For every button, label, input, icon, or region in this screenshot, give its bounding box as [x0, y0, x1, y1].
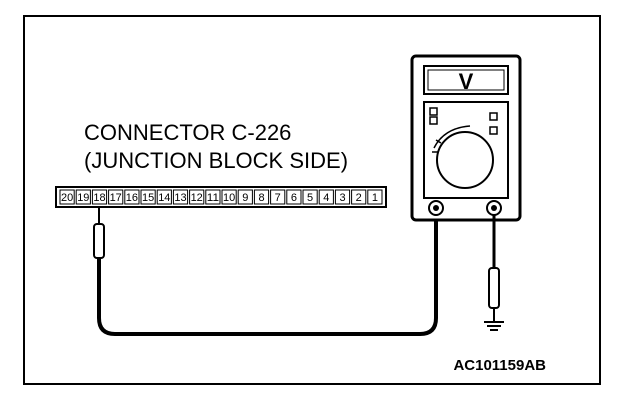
- mode-indicator-right-top: [489, 112, 498, 121]
- connector-pin-number: 8: [258, 192, 264, 204]
- connector-pin-number: 10: [223, 192, 235, 204]
- connector-pin-number: 2: [356, 192, 362, 204]
- mode-indicator-left-bottom: [429, 116, 438, 125]
- connector-pin-number: 18: [93, 192, 105, 204]
- voltmeter-display-inner: [427, 69, 505, 91]
- rotary-dial: [436, 131, 494, 189]
- connector-pin-cell: [302, 189, 318, 205]
- probe-left: [93, 207, 105, 259]
- connector-pin-number: 1: [372, 192, 378, 204]
- terminal-right-inner: [491, 205, 497, 211]
- figure-code: AC101159AB: [453, 357, 546, 374]
- connector-pin-cell: [205, 189, 221, 205]
- connector-pin-number: 5: [307, 192, 313, 204]
- probe-left-handle: [93, 223, 105, 259]
- connector-pin-cell: [286, 189, 302, 205]
- probe-ground: [484, 215, 504, 331]
- connector-pin-cell: [221, 189, 237, 205]
- connector-pin-cell: [91, 189, 108, 205]
- connector-pin-number: 13: [174, 192, 186, 204]
- voltmeter: V: [410, 54, 522, 222]
- mode-indicator-left-top: [429, 107, 438, 116]
- connector-pin-number: 17: [110, 192, 122, 204]
- voltmeter-display: [423, 65, 509, 95]
- diagram-frame: [23, 15, 601, 385]
- connector-pin-number: 15: [142, 192, 154, 204]
- connector-pin-number: 19: [77, 192, 89, 204]
- connector-pin-cell: [140, 189, 156, 205]
- connector-pin-number: 7: [275, 192, 281, 204]
- probe-ground-handle: [488, 267, 500, 309]
- dial-tick-2: [435, 139, 442, 144]
- connector-pin-number: 11: [207, 192, 219, 204]
- test-lead-wire: [97, 210, 438, 336]
- connector-pin-number: 20: [61, 192, 73, 204]
- connector-pin-cell: [108, 189, 124, 205]
- connector-pin-cell: [124, 189, 140, 205]
- connector-pin-number: 16: [126, 192, 138, 204]
- connector-pin-cell: [189, 189, 205, 205]
- connector-pin-number: 12: [191, 192, 203, 204]
- connector-pin-cell: [270, 189, 286, 205]
- connector-pin-cell: [253, 189, 270, 205]
- connector-subtitle: (JUNCTION BLOCK SIDE): [84, 148, 348, 173]
- connector-title: CONNECTOR C-226: [84, 120, 291, 145]
- connector-pin-cell: [351, 189, 367, 205]
- connector-pin-cell: [172, 189, 189, 205]
- connector-pin-number: 6: [291, 192, 297, 204]
- connector-pin-number: 9: [242, 192, 248, 204]
- connector-pin-number: 14: [158, 192, 170, 204]
- connector-pin-cell: [59, 189, 75, 205]
- connector-pin-cell: [334, 189, 351, 205]
- connector-pin-cell: [367, 189, 383, 205]
- mode-indicator-right-bottom: [489, 126, 498, 135]
- connector-pin-cell: [156, 189, 172, 205]
- terminal-left-inner: [433, 205, 439, 211]
- voltage-symbol: V: [459, 69, 474, 94]
- connector-pin-cell: [75, 189, 91, 205]
- connector-pin-number: 4: [323, 192, 329, 204]
- connector-pin-number: 3: [339, 192, 345, 204]
- connector-pin-cell: [237, 189, 253, 205]
- dial-scale-arc: [433, 125, 471, 149]
- connector-pin-cell: [318, 189, 334, 205]
